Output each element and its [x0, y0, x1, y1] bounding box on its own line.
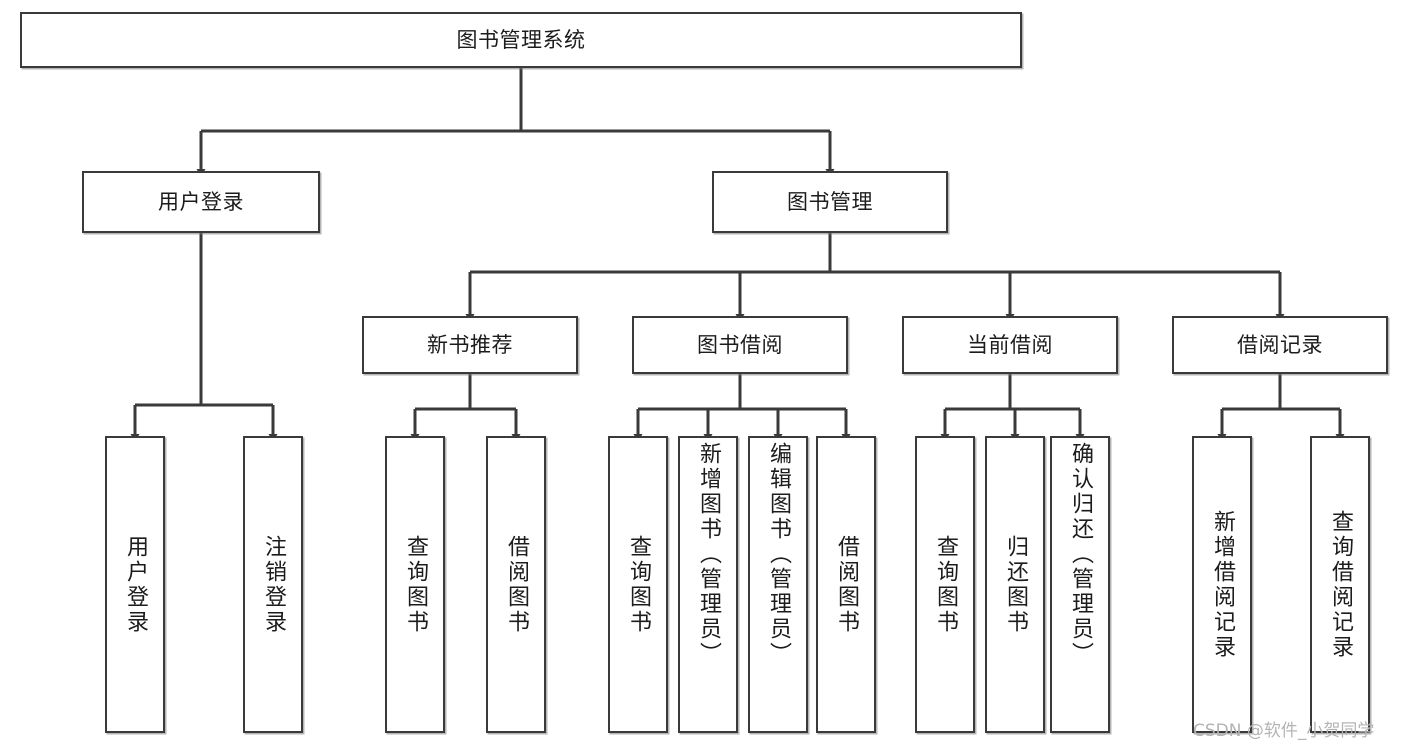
- node-borrow[interactable]: 图书借阅: [632, 316, 848, 374]
- watermark: CSDN @软件_小贺同学: [1193, 721, 1375, 741]
- node-leaf-new-2[interactable]: 借阅图书: [486, 436, 546, 733]
- node-leaf-cur-2[interactable]: 归还图书: [985, 436, 1045, 733]
- node-label: 查询借阅记录: [1328, 509, 1353, 660]
- node-label: 新书推荐: [427, 332, 513, 357]
- node-leaf-cur-1[interactable]: 查询图书: [915, 436, 975, 733]
- node-label: 当前借阅: [967, 332, 1053, 357]
- node-label: 查询图书: [403, 534, 428, 635]
- node-current[interactable]: 当前借阅: [902, 316, 1118, 374]
- node-label: 用户登录: [158, 189, 244, 214]
- node-label: 归还图书: [1003, 534, 1028, 635]
- node-leaf-new-1[interactable]: 查询图书: [385, 436, 445, 733]
- node-label: 新增图书（管理员）: [696, 442, 721, 667]
- node-label: 图书管理: [787, 189, 873, 214]
- node-label: 查询图书: [626, 534, 651, 635]
- node-label: 编辑图书（管理员）: [766, 442, 791, 667]
- node-label: 注销登录: [261, 534, 286, 635]
- node-label: 用户登录: [123, 534, 148, 635]
- node-leaf-borrow-4[interactable]: 借阅图书: [816, 436, 876, 733]
- node-leaf-login-2[interactable]: 注销登录: [243, 436, 303, 733]
- node-label: 借阅记录: [1237, 332, 1323, 357]
- node-leaf-rec-1[interactable]: 新增借阅记录: [1192, 436, 1252, 733]
- node-newbook[interactable]: 新书推荐: [362, 316, 578, 374]
- node-label: 图书管理系统: [456, 27, 586, 52]
- node-login[interactable]: 用户登录: [82, 171, 320, 233]
- node-label: 查询图书: [933, 534, 958, 635]
- node-leaf-rec-2[interactable]: 查询借阅记录: [1310, 436, 1370, 733]
- node-label: 确认归还（管理员）: [1068, 442, 1093, 667]
- node-leaf-login-1[interactable]: 用户登录: [105, 436, 165, 733]
- node-records[interactable]: 借阅记录: [1172, 316, 1388, 374]
- node-bookmgmt[interactable]: 图书管理: [712, 171, 948, 233]
- node-root[interactable]: 图书管理系统: [20, 12, 1022, 68]
- node-leaf-borrow-1[interactable]: 查询图书: [608, 436, 668, 733]
- node-label: 借阅图书: [834, 534, 859, 635]
- node-label: 借阅图书: [504, 534, 529, 635]
- node-leaf-cur-3[interactable]: 确认归还（管理员）: [1050, 436, 1110, 733]
- node-label: 图书借阅: [697, 332, 783, 357]
- node-label: 新增借阅记录: [1210, 509, 1235, 660]
- node-leaf-borrow-3[interactable]: 编辑图书（管理员）: [748, 436, 808, 733]
- node-leaf-borrow-2[interactable]: 新增图书（管理员）: [678, 436, 738, 733]
